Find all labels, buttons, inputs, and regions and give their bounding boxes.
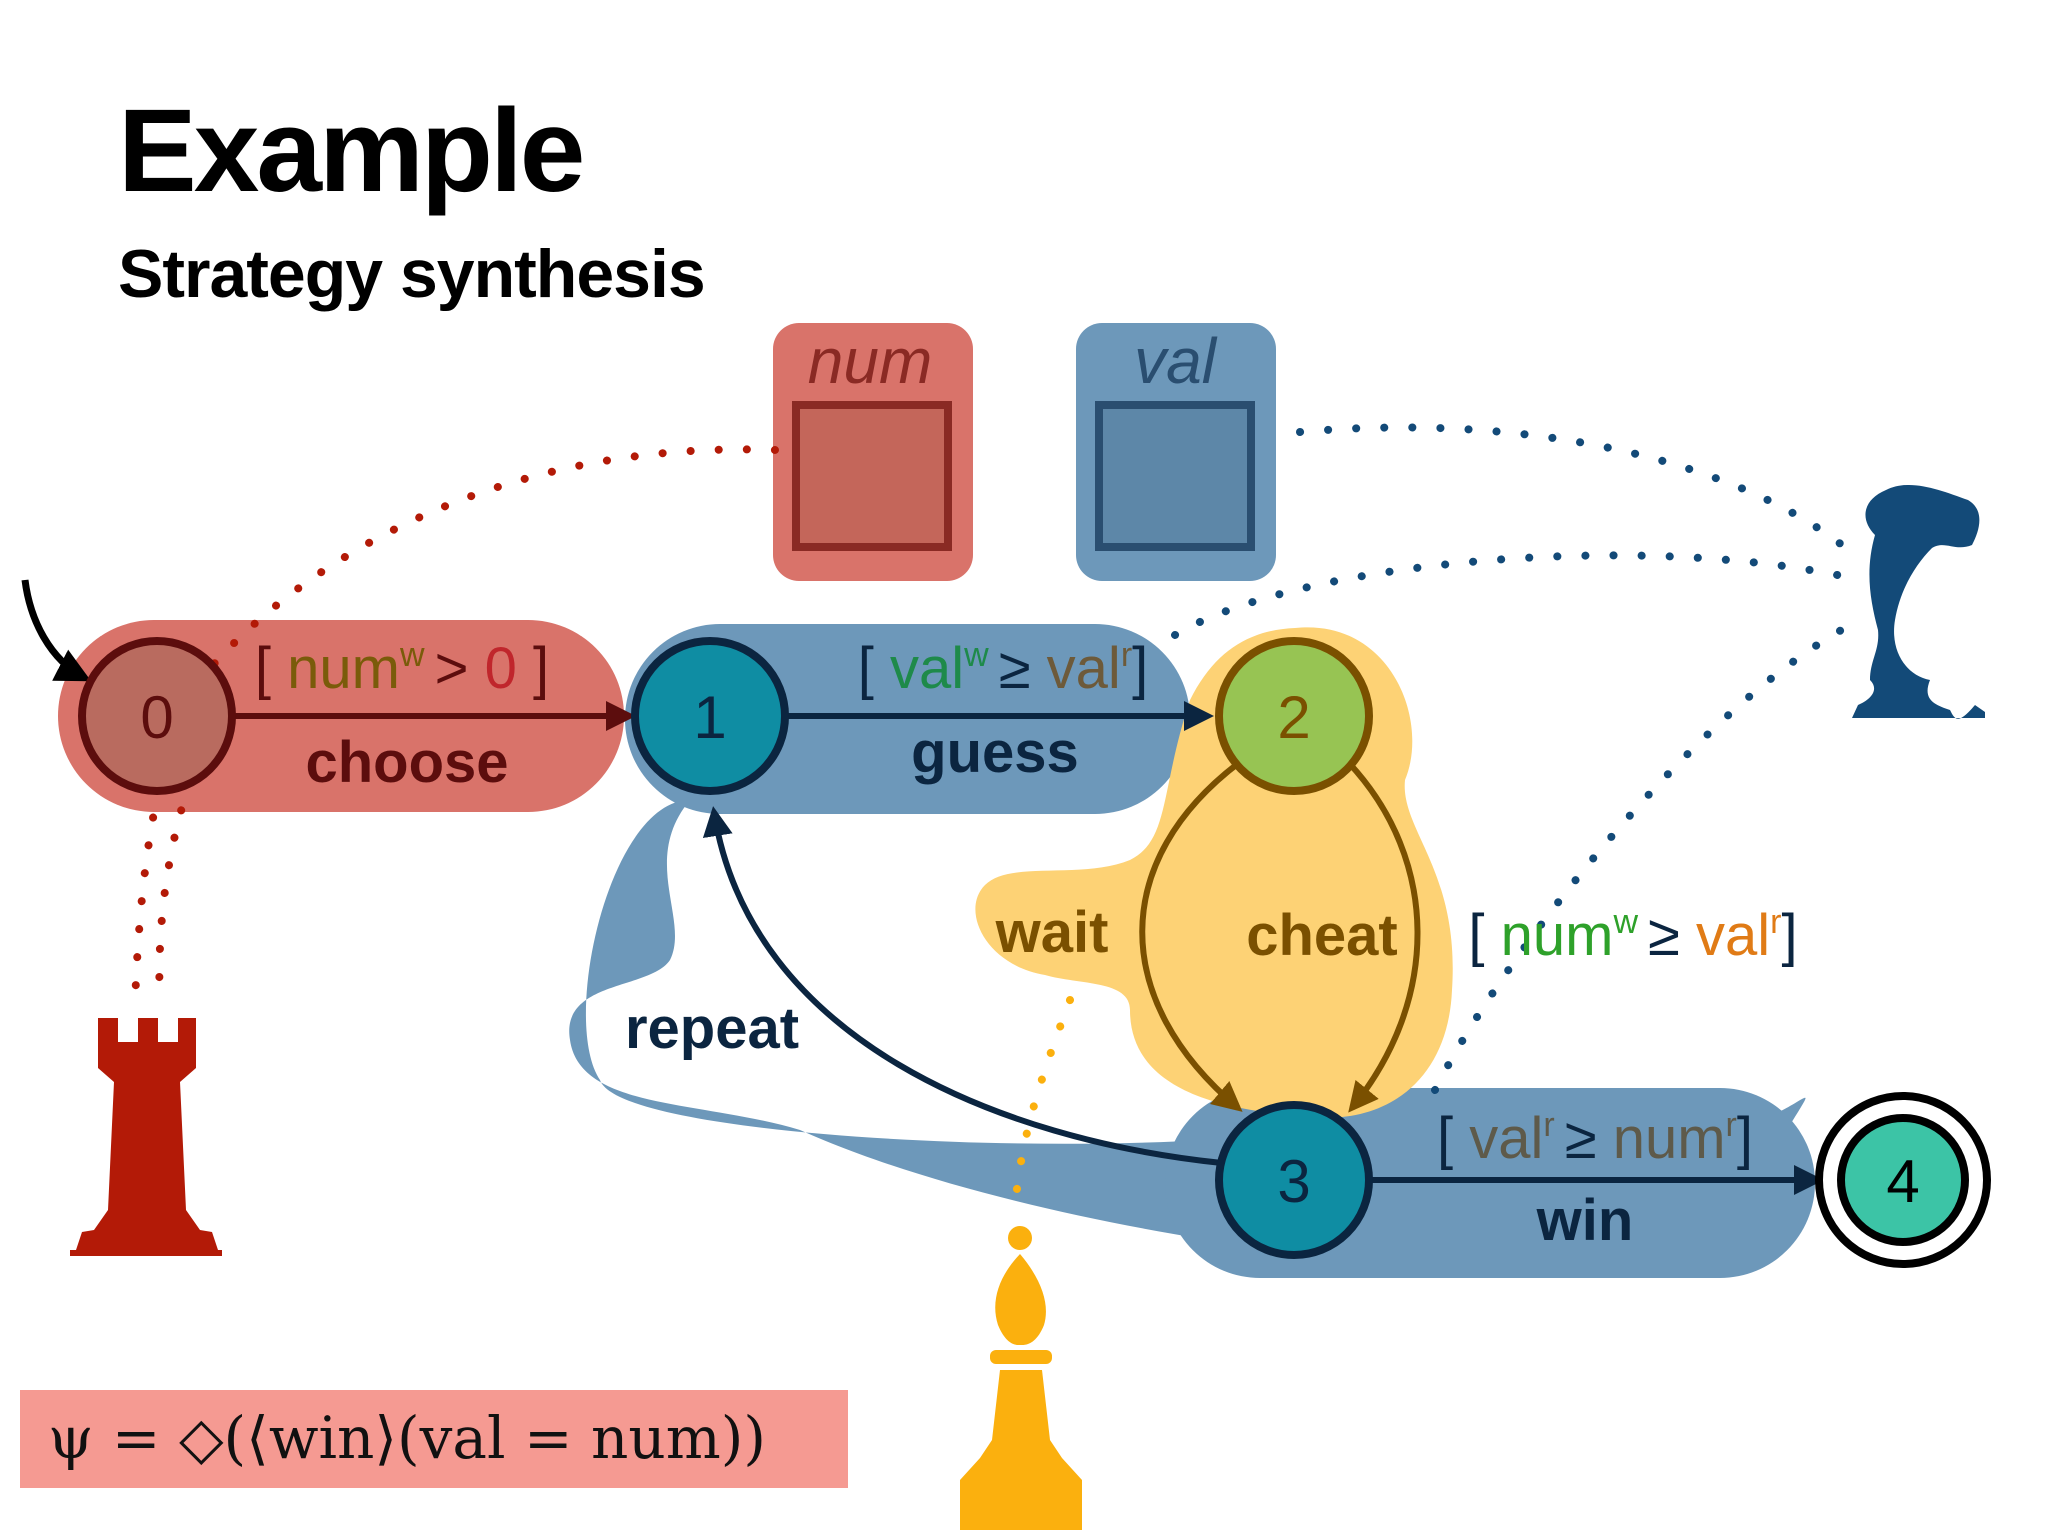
num-label: num (808, 325, 933, 397)
cheat-guard: [ numw≥ valr] (1468, 903, 1797, 968)
slide-subtitle: Strategy synthesis (118, 236, 706, 312)
choose-label: choose (305, 730, 508, 795)
bishop-wait-dots (1011, 996, 1074, 1214)
win-label: win (1536, 1188, 1634, 1253)
objective-formula: ψ = ◇(⟨win⟩(val = num)) (48, 1404, 766, 1472)
repeat-label: repeat (625, 996, 799, 1061)
slide-title: Example (118, 85, 585, 217)
num-variable: num (773, 323, 973, 581)
guess-guard: [ valw≥ valr] (858, 636, 1149, 701)
state-0[interactable]: 0 (78, 637, 236, 795)
val-variable: val (1076, 323, 1276, 581)
val-label: val (1134, 325, 1218, 397)
knight-val-dots (1296, 423, 1864, 564)
state-4[interactable]: 4 (1815, 1092, 1991, 1268)
state-1[interactable]: 1 (631, 637, 789, 795)
repeat-arrow (702, 806, 1223, 1166)
guess-label: guess (911, 720, 1079, 785)
cheat-label: cheat (1246, 903, 1398, 968)
state-1-label: 1 (693, 684, 726, 751)
cheat-arrow (1345, 759, 1421, 1113)
knight-icon (1852, 484, 1985, 719)
choose-guard: [ numw> 0 ] (255, 636, 549, 701)
win-guard: [ valr≥ numr] (1437, 1106, 1753, 1171)
initial-arrow (21, 579, 92, 682)
state-4-label: 4 (1886, 1148, 1919, 1215)
wait-label: wait (995, 900, 1109, 965)
rook-num-dots (131, 445, 779, 1009)
state-0-label: 0 (140, 684, 173, 751)
bishop-icon (960, 1226, 1082, 1530)
knight-guess-dots (1171, 551, 1864, 639)
formula-box: ψ = ◇(⟨win⟩(val = num)) (20, 1390, 848, 1488)
state-3[interactable]: 3 (1215, 1101, 1373, 1259)
rook-icon (70, 1018, 222, 1256)
state-3-label: 3 (1277, 1148, 1310, 1215)
state-2-label: 2 (1277, 684, 1310, 751)
state-2[interactable]: 2 (1215, 637, 1373, 795)
knight-state3-dots (1431, 616, 1864, 1094)
wait-arrow (1139, 759, 1243, 1112)
